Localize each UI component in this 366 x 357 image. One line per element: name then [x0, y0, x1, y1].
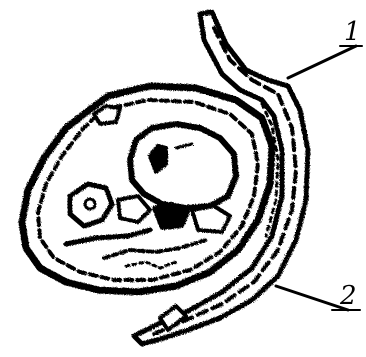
callout-label-2: 2 [339, 281, 357, 311]
embryo-head [130, 124, 236, 208]
callout-label-1: 1 [344, 17, 361, 47]
callout-line-1 [288, 46, 356, 78]
callout-line-2 [276, 286, 348, 310]
